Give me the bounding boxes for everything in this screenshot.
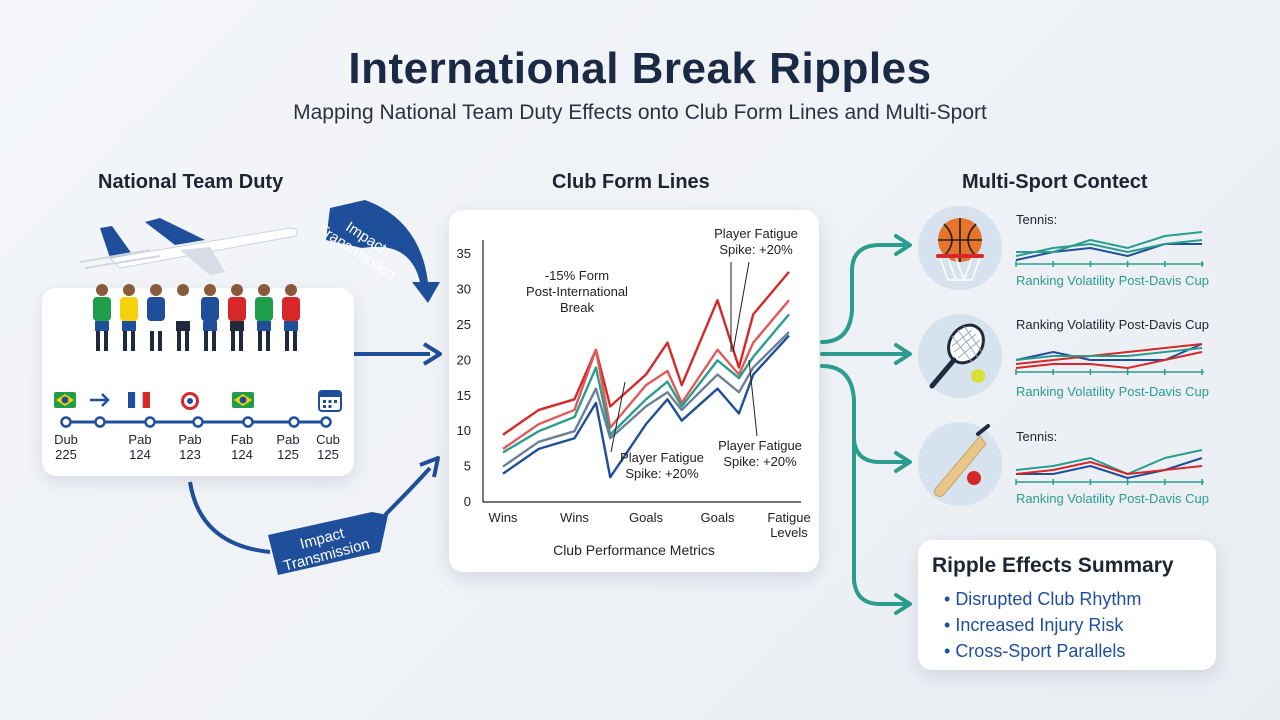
- summary-item-text: Disrupted Club Rhythm: [955, 589, 1142, 609]
- sport-2-caption: Ranking Volatility Post-Davis Cup: [1016, 384, 1209, 399]
- basketball-icon-circle: [918, 206, 1002, 290]
- impact-transmission-arrow-bottom: [188, 456, 440, 575]
- timeline-track: [60, 416, 332, 428]
- annotation-fatigue-spike-top: Player Fatigue Spike: +20%: [714, 226, 798, 257]
- summary-list: • Disrupted Club Rhythm • Increased Inju…: [944, 584, 1141, 662]
- y-tick-label: 0: [464, 494, 471, 509]
- player-figure: [201, 284, 219, 351]
- y-tick-label: 25: [457, 317, 471, 332]
- summary-item: • Increased Injury Risk: [944, 615, 1124, 635]
- mini-series-line: [1015, 343, 1203, 361]
- annotation-fatigue-spike-right: Player Fatigue Spike: +20%: [718, 438, 802, 469]
- basketball-icon: [936, 218, 984, 281]
- sport-1-mini-chart: [1015, 231, 1204, 267]
- annotation-fatigue-spike-middle: Player Fatigue Spike: +20%: [620, 450, 704, 481]
- mini-series-line: [1015, 343, 1203, 365]
- x-tick-label: Goals: [629, 510, 663, 525]
- annotation-leader: [748, 359, 758, 437]
- straight-arrow: [352, 342, 442, 366]
- sport-2-mini-chart: [1015, 343, 1204, 375]
- club-form-chart-card: 0 5 10 15 20 25 30 35 Wins Wins Goals Goals Fatigue…: [449, 210, 819, 572]
- player-figure: [147, 284, 165, 351]
- players-group-icon: [93, 284, 300, 351]
- flag-brazil-2: [232, 392, 254, 413]
- x-axis-title: Club Performance Metrics: [553, 542, 715, 558]
- y-tick-label: 5: [464, 459, 471, 474]
- mini-series-line: [1015, 461, 1203, 475]
- sport-3-caption: Ranking Volatility Post-Davis Cup: [1016, 491, 1209, 506]
- x-tick-label: Wins: [489, 510, 518, 525]
- teal-connectors: [820, 234, 912, 615]
- mini-series-line: [1016, 231, 1203, 253]
- player-figure: [93, 284, 111, 351]
- player-figure: [282, 284, 300, 351]
- tennis-racket-icon: [929, 323, 985, 389]
- summary-item-text: Increased Injury Risk: [955, 615, 1124, 635]
- player-figure: [255, 284, 273, 351]
- mini-series-line: [1015, 449, 1203, 475]
- mini-series-line: [1015, 239, 1203, 257]
- series-line-0: [502, 271, 790, 436]
- y-tick-label: 10: [457, 423, 471, 438]
- annotation-leader: [610, 381, 626, 453]
- page-title: International Break Ripples: [348, 44, 932, 93]
- page-subtitle: Mapping National Team Duty Effects onto …: [293, 101, 987, 124]
- sport-3-mini-chart: [1015, 449, 1204, 485]
- series-line-2: [502, 313, 790, 454]
- cricket-icon-circle: [918, 422, 1002, 506]
- annotation-form-drop: -15% Form Post-International Break: [526, 268, 628, 315]
- y-tick-label: 30: [457, 282, 471, 297]
- section-heading-club-form: Club Form Lines: [552, 171, 710, 193]
- annotation-leader: [732, 261, 750, 353]
- y-tick-label: 15: [457, 388, 471, 403]
- y-tick-label: 20: [457, 352, 471, 367]
- player-figure: [174, 284, 192, 351]
- flag-brazil-1: [54, 392, 76, 413]
- impact-transmission-arrow-top: [326, 200, 440, 303]
- sport-1-title: Tennis:: [1016, 212, 1058, 227]
- player-figure: [228, 284, 246, 351]
- arrow-icon: [88, 390, 112, 415]
- mini-series-line: [1015, 347, 1203, 361]
- x-tick-label: Goals: [701, 510, 735, 525]
- sport-1-caption: Ranking Volatility Post-Davis Cup: [1016, 273, 1209, 288]
- section-heading-national-duty: National Team Duty: [98, 171, 284, 193]
- summary-item: • Disrupted Club Rhythm: [944, 589, 1142, 609]
- mini-series-line: [1015, 351, 1203, 369]
- x-tick-label: Wins: [560, 510, 589, 525]
- airplane-icon: [79, 218, 298, 275]
- tennis-icon-circle: [918, 314, 1002, 398]
- mini-series-line: [1016, 457, 1203, 479]
- series-line-3: [502, 331, 790, 468]
- club-form-line-chart: 0 5 10 15 20 25 30 35 Wins Wins Goals Goals Fatigue…: [457, 240, 811, 540]
- series-line-1: [502, 299, 790, 450]
- ripple-effects-summary-card: Ripple Effects Summary • Disrupted Club …: [918, 540, 1216, 670]
- target-flag-icon: [180, 391, 200, 416]
- summary-item-text: Cross-Sport Parallels: [955, 641, 1126, 661]
- section-heading-multi-sport: Multi-Sport Contect: [962, 171, 1148, 193]
- summary-item: • Cross-Sport Parallels: [944, 641, 1126, 661]
- sport-3-title: Tennis:: [1016, 429, 1058, 444]
- player-figure: [120, 284, 138, 351]
- series-line-4: [502, 334, 790, 479]
- calendar-icon: [318, 388, 342, 417]
- y-tick-label: 35: [457, 246, 471, 261]
- cricket-bat-icon: [933, 424, 990, 497]
- flag-france: [128, 391, 150, 413]
- summary-title: Ripple Effects Summary: [932, 554, 1174, 577]
- sport-2-title: Ranking Volatility Post-Davis Cup: [1016, 317, 1209, 332]
